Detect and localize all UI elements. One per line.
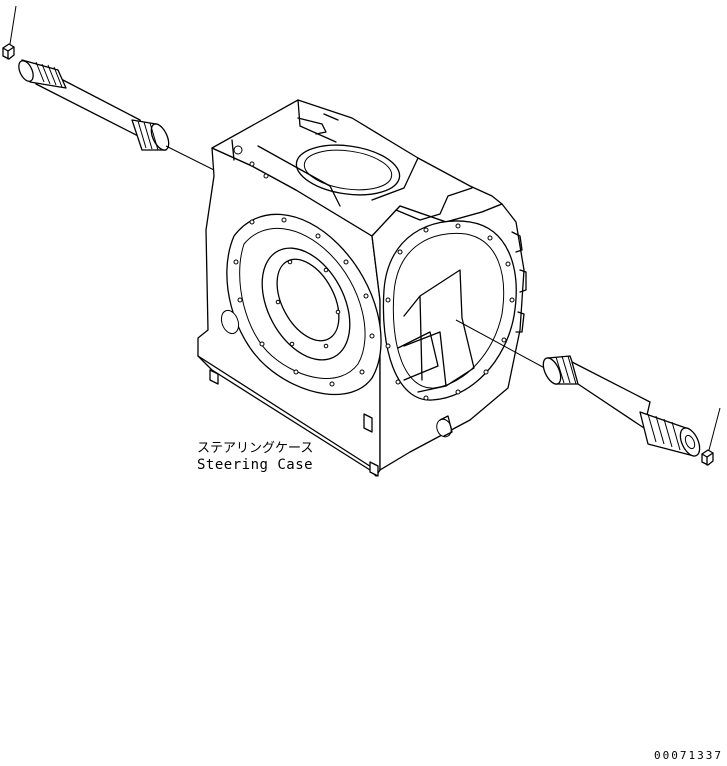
part-name-en: Steering Case <box>197 457 314 473</box>
steering-case-label: ステアリングケース Steering Case <box>197 440 313 474</box>
drawing-number: 00071337 <box>654 749 723 762</box>
right-axle-shaft[interactable] <box>540 355 704 459</box>
part-name-jp: ステアリングケース <box>197 441 314 456</box>
left-bolt[interactable] <box>2 5 17 60</box>
right-leader-line <box>455 319 553 373</box>
steering-case-housing[interactable] <box>197 99 527 477</box>
left-axle-shaft[interactable] <box>16 58 172 152</box>
right-bolt[interactable] <box>701 407 721 466</box>
